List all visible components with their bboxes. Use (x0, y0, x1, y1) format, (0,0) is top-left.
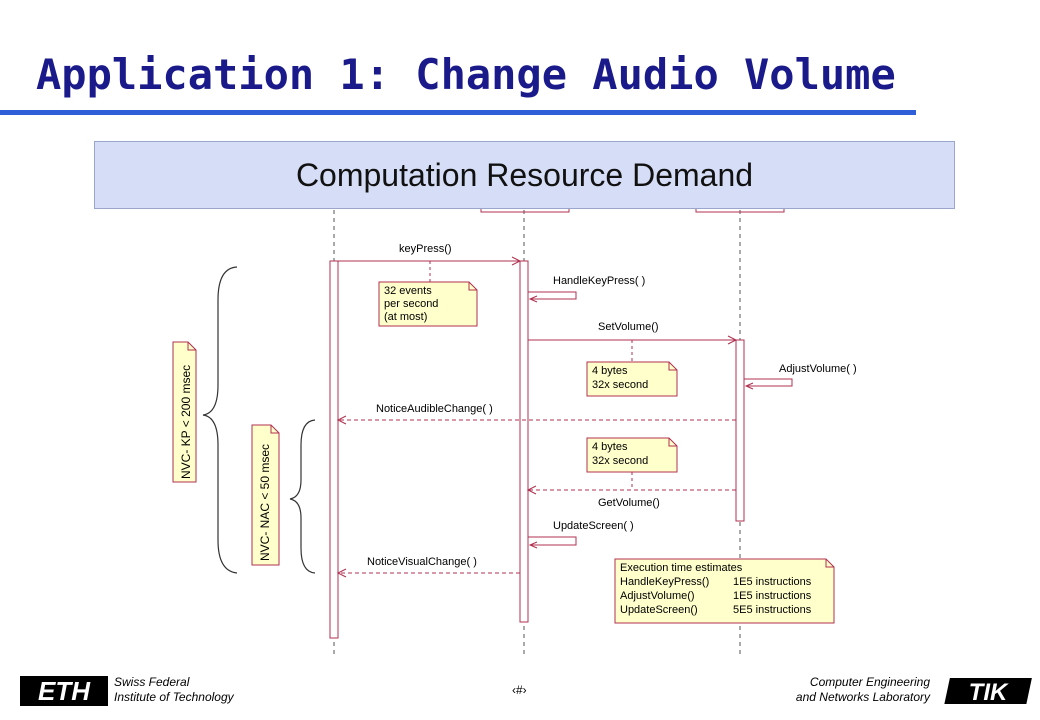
constraint-nac-label: NVC- NAC < 50 msec (258, 444, 272, 561)
activation-controller (519, 260, 529, 623)
slide-title: Application 1: Change Audio Volume (36, 50, 896, 99)
note-events-line-2: per second (384, 298, 438, 310)
note-exec-cost-2: 1E5 instructions (733, 590, 812, 602)
note-bytes1 (586, 361, 678, 397)
note-kp (172, 341, 197, 483)
msg-handlekeypress-line (528, 291, 577, 300)
note-exec-fold (825, 559, 834, 568)
footer-lab-line-1: Computer Engineering (809, 675, 930, 689)
brace-nac (289, 419, 316, 574)
note-bytes2-line-2: 32x second (592, 455, 648, 467)
msg-handlekeypress-label: HandleKeyPress( ) (553, 275, 645, 287)
note-exec-func-3: UpdateScreen() (620, 604, 698, 616)
msg-updatescreen-arrow (528, 541, 538, 549)
footer-institution-line-1: Swiss Federal (114, 675, 190, 689)
note-nac-fold (270, 425, 279, 434)
msg-updatescreen-label: UpdateScreen( ) (553, 520, 634, 532)
msg-getvolume-arrow (526, 485, 537, 495)
note-events-line-1: 32 events (384, 285, 432, 297)
title-underline (0, 110, 916, 115)
msg-adjustvolume-line (744, 378, 793, 387)
msg-noticevisual-arrow (336, 568, 347, 578)
msg-keypress-label: keyPress() (399, 243, 452, 255)
msg-keypress-arrow (511, 256, 522, 266)
tik-logo-text: TIK (969, 679, 1009, 706)
note-events-line-3: (at most) (384, 311, 427, 323)
note-events-fold (468, 282, 477, 291)
note-bytes2-line-1: 4 bytes (592, 441, 628, 453)
msg-adjustvolume-label: AdjustVolume( ) (779, 363, 857, 375)
note-exec-cost-1: 1E5 instructions (733, 576, 812, 588)
eth-logo: ETH (20, 676, 108, 706)
section-banner: Computation Resource Demand (94, 141, 955, 209)
page-number: ‹#› (512, 683, 527, 697)
msg-noticeaudible-label: NoticeAudibleChange( ) (376, 403, 493, 415)
footer-lab-line-2: and Networks Laboratory (795, 690, 930, 704)
msg-getvolume-label: GetVolume() (598, 497, 660, 509)
msg-setvolume-arrow (727, 335, 738, 345)
msg-adjustvolume-arrow (744, 382, 754, 390)
note-exec (614, 558, 835, 624)
tik-logo: TIK (944, 678, 1032, 706)
note-bytes2-fold (668, 438, 677, 447)
activation-audio (735, 339, 745, 522)
eth-logo-text: ETH (38, 676, 91, 706)
note-bytes2 (586, 437, 678, 473)
note-kp-fold (187, 342, 196, 351)
note-bytes1-line-1: 4 bytes (592, 365, 628, 377)
note-events (378, 281, 478, 327)
msg-updatescreen-line (528, 536, 577, 546)
brace-kp (202, 266, 238, 574)
msg-noticevisual-label: NoticeVisualChange( ) (367, 556, 477, 568)
msg-setvolume-label: SetVolume() (598, 321, 659, 333)
footer-institution-line-2: Institute of Technology (114, 690, 234, 704)
note-bytes1-fold (668, 362, 677, 371)
msg-noticeaudible-arrow (336, 415, 347, 425)
note-exec-func-1: HandleKeyPress() (620, 576, 709, 588)
msg-handlekeypress-arrow (528, 295, 538, 303)
constraint-kp-label: NVC- KP < 200 msec (179, 365, 193, 479)
note-exec-title: Execution time estimates (620, 562, 743, 574)
note-nac (251, 424, 280, 566)
note-exec-cost-3: 5E5 instructions (733, 604, 812, 616)
activation-user (329, 260, 339, 639)
note-exec-func-2: AdjustVolume() (620, 590, 695, 602)
note-bytes1-line-2: 32x second (592, 379, 648, 391)
